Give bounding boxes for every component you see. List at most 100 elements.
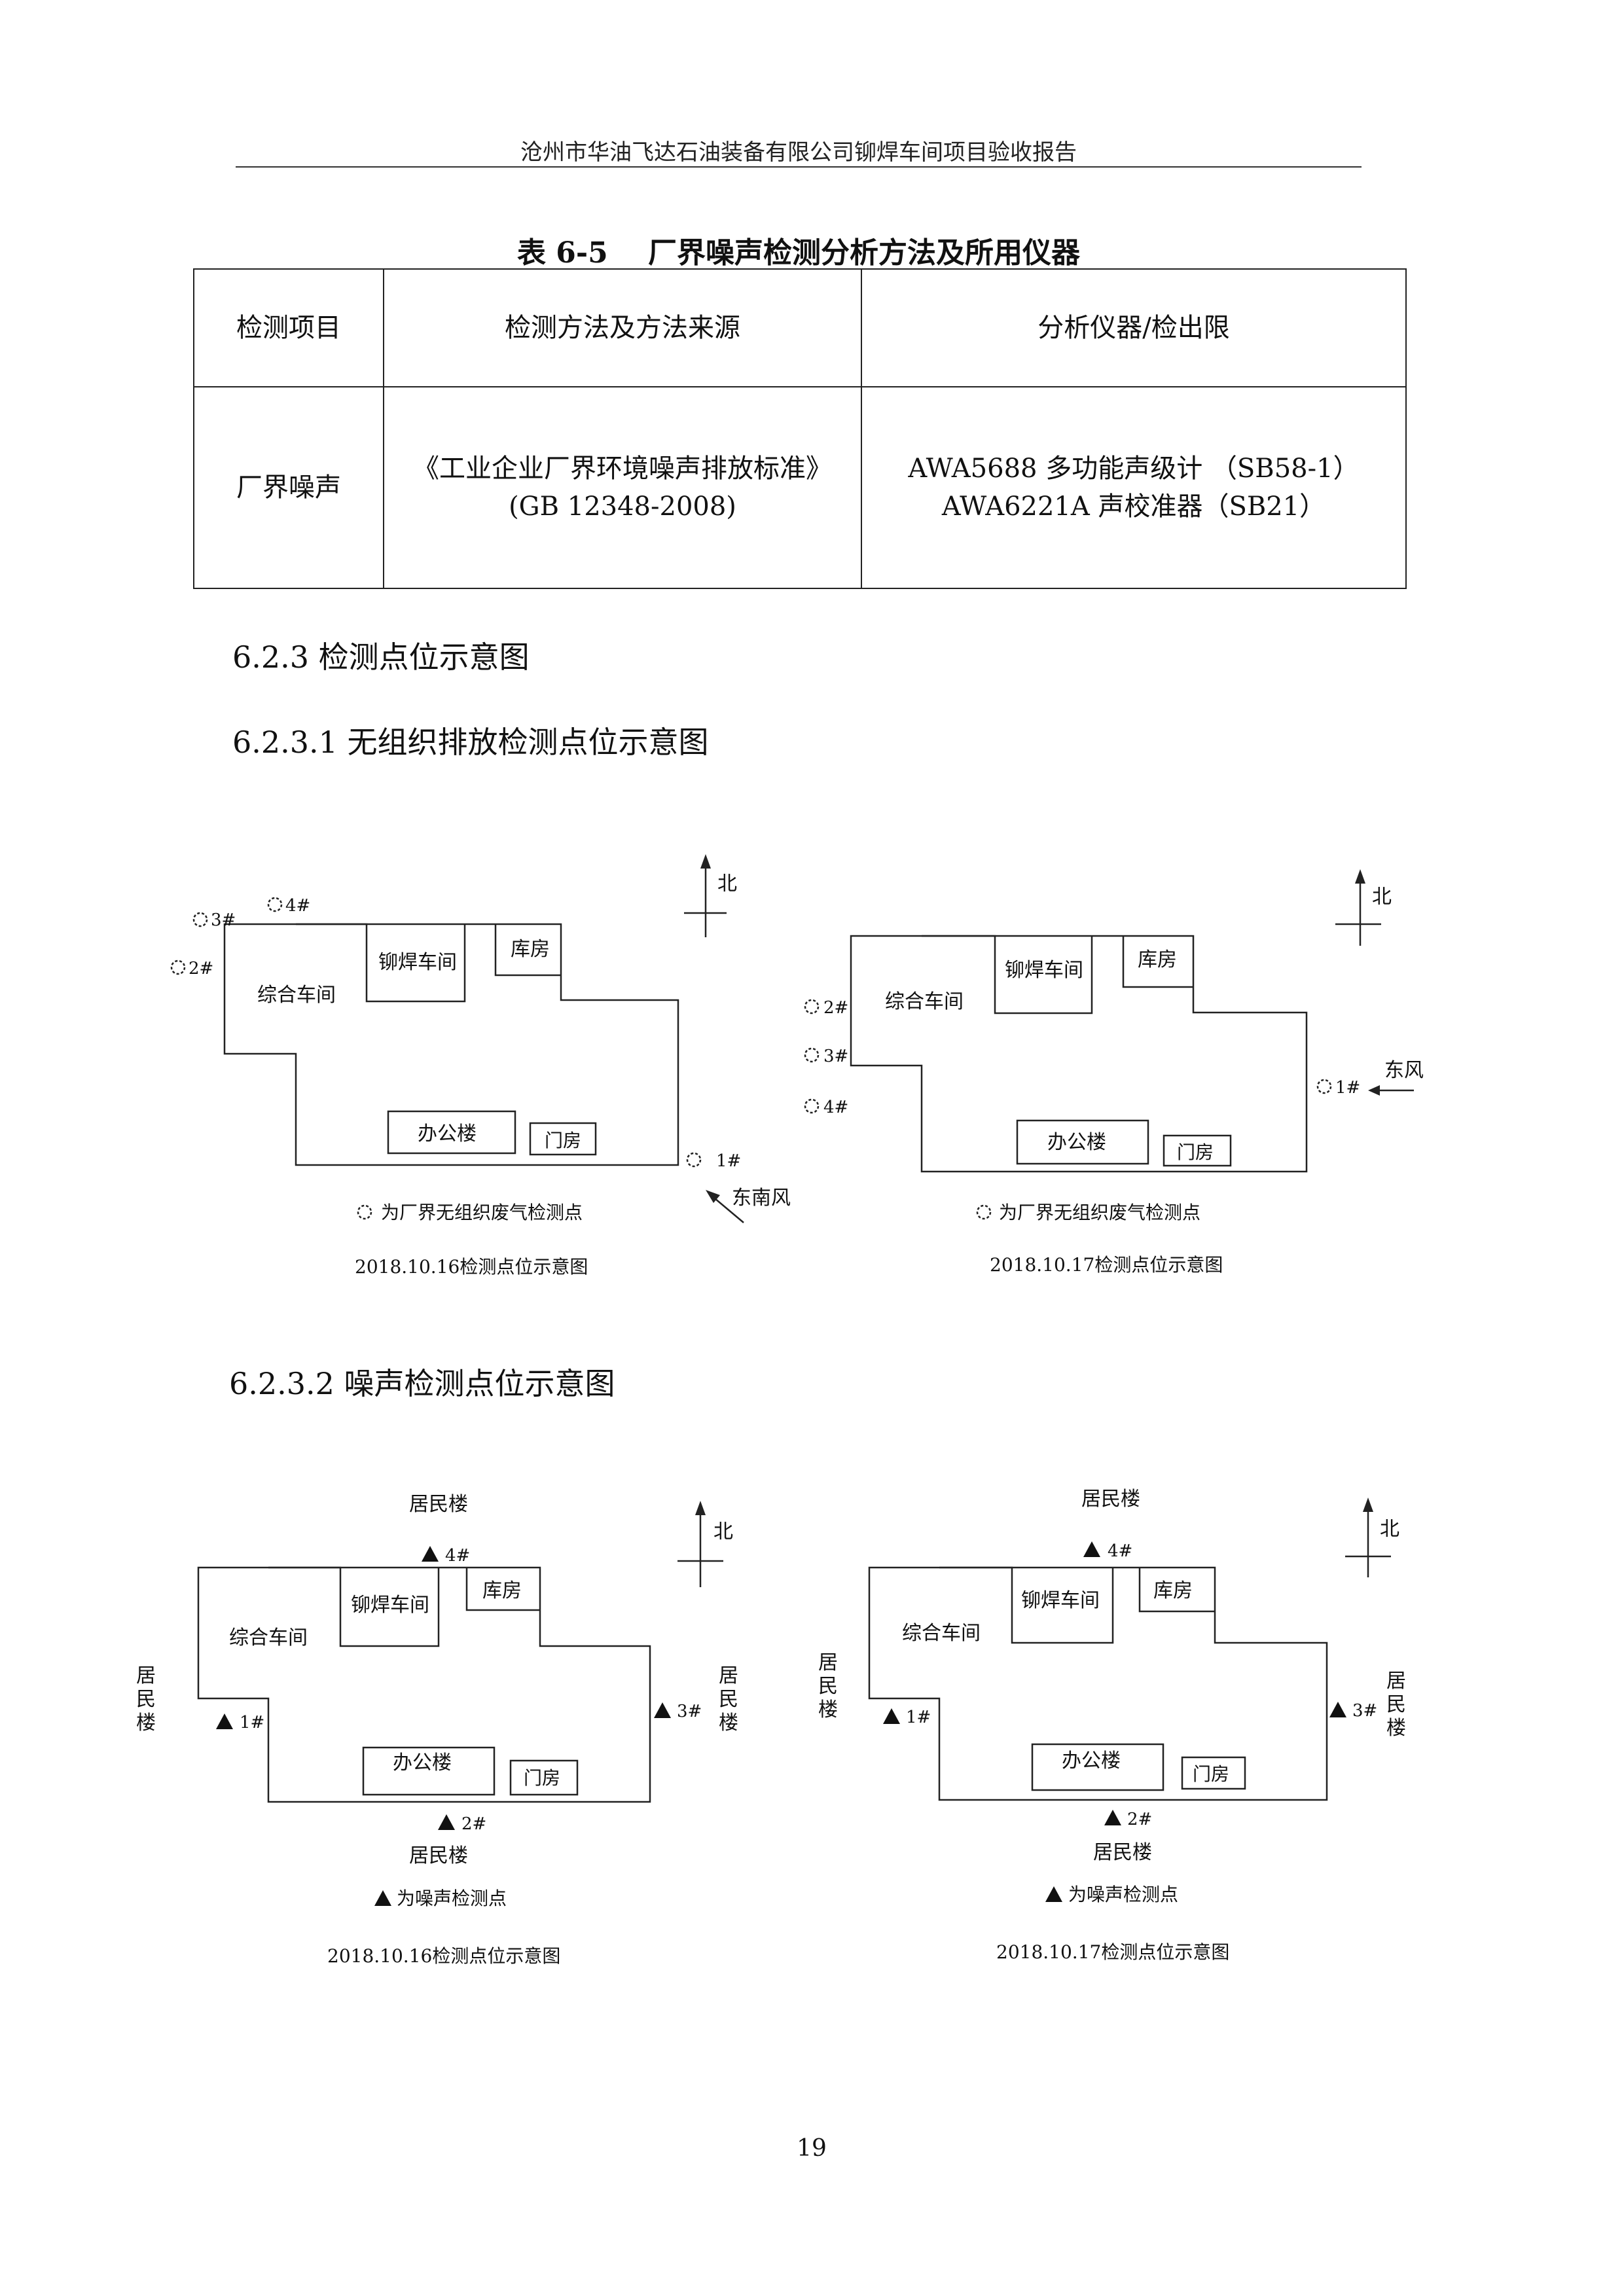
warehouse-box — [494, 924, 561, 977]
plant-outline — [223, 923, 679, 1166]
label-bangong: 办公楼 — [1062, 1749, 1121, 1772]
label-menfang: 门房 — [545, 1130, 581, 1151]
header-rule — [236, 166, 1362, 168]
label-north: 北 — [713, 1520, 733, 1543]
resident-left-3: 楼 — [818, 1698, 838, 1721]
resident-left-2: 民 — [818, 1675, 838, 1698]
noise-point-3-icon — [1329, 1702, 1346, 1717]
north-arrowhead-icon — [1363, 1498, 1373, 1512]
resident-left-2: 民 — [136, 1688, 156, 1711]
plant-outline — [850, 935, 1308, 1173]
resident-right-1: 居 — [719, 1664, 738, 1687]
table-caption: 表 6-5 厂界噪声检测分析方法及所用仪器 — [516, 236, 1081, 270]
legend-circle-icon — [357, 1204, 372, 1220]
gas-point-3-label: 3# — [823, 1047, 848, 1066]
cell-method: 《工业企业厂界环境噪声排放标准》 (GB 12348-2008) — [383, 386, 862, 589]
gas-point-4-icon — [804, 1098, 820, 1114]
noise-point-2-label: 2# — [1127, 1810, 1152, 1829]
cell-item: 厂界噪声 — [193, 386, 384, 589]
resident-right-2: 民 — [1386, 1693, 1406, 1716]
cell-instrument: AWA5688 多功能声级计 （SB58-1） AWA6221A 声校准器（SB… — [861, 386, 1407, 589]
label-bangong: 办公楼 — [418, 1122, 477, 1145]
wind-label: 东南风 — [732, 1187, 791, 1210]
label-maohan: 铆焊车间 — [1005, 959, 1083, 982]
label-bangong: 办公楼 — [393, 1751, 452, 1774]
gas-point-2-icon — [804, 999, 820, 1014]
instrument-line-1: AWA5688 多功能声级计 （SB58-1） — [908, 454, 1360, 484]
noise-point-4-label: 4# — [445, 1546, 470, 1566]
noise-point-2-icon — [438, 1814, 455, 1830]
gas-point-4-icon — [267, 897, 283, 912]
noise-point-3-label: 3# — [677, 1702, 702, 1721]
header-cell-instrument: 分析仪器/检出限 — [861, 268, 1407, 387]
noise-point-3-label: 3# — [1352, 1701, 1377, 1721]
wind-arrow-icon — [710, 1194, 744, 1223]
office-box — [1031, 1743, 1164, 1791]
resident-right-3: 楼 — [719, 1712, 738, 1734]
section-heading-623: 6.2.3 检测点位示意图 — [232, 639, 530, 675]
label-maohan: 铆焊车间 — [1021, 1589, 1100, 1612]
instrument-line-2: AWA6221A 声校准器（SB21） — [941, 492, 1326, 522]
warehouse-box — [465, 1568, 540, 1611]
resident-top: 居民楼 — [1081, 1488, 1140, 1511]
north-arrowhead-icon — [700, 854, 711, 869]
label-kufang: 库房 — [511, 938, 550, 961]
office-box — [362, 1746, 496, 1796]
legend-circle-icon — [976, 1204, 992, 1220]
wind-label: 东风 — [1384, 1059, 1424, 1082]
gas-point-4-label: 4# — [823, 1098, 848, 1117]
label-bangong: 办公楼 — [1047, 1131, 1106, 1154]
report-header: 沧州市华油飞达石油装备有限公司铆焊车间项目验收报告 — [520, 139, 1077, 166]
noise-point-2-label: 2# — [461, 1814, 486, 1834]
gas-point-1-icon — [686, 1152, 702, 1168]
noise-date-caption: 2018.10.16检测点位示意图 — [327, 1945, 560, 1967]
riveting-workshop-box — [939, 1566, 1114, 1644]
resident-bottom: 居民楼 — [409, 1844, 468, 1867]
label-zonghe: 综合车间 — [257, 984, 336, 1007]
label-zonghe: 综合车间 — [229, 1626, 308, 1649]
wind-arrowhead-icon — [1368, 1085, 1380, 1096]
gas-point-3-icon — [192, 912, 208, 927]
label-kufang: 库房 — [482, 1579, 522, 1602]
gatehouse-box — [1181, 1756, 1246, 1790]
gas-point-1-label: 1# — [1335, 1078, 1360, 1098]
label-north: 北 — [1372, 886, 1392, 908]
method-line-2: (GB 12348-2008) — [509, 492, 736, 522]
resident-right-3: 楼 — [1386, 1717, 1406, 1740]
label-kufang: 库房 — [1138, 948, 1177, 971]
legend-triangle-icon — [374, 1890, 391, 1906]
label-north: 北 — [717, 872, 737, 895]
section-heading-6231: 6.2.3.1 无组织排放检测点位示意图 — [232, 725, 709, 760]
label-menfang: 门房 — [524, 1767, 560, 1789]
label-zonghe: 综合车间 — [902, 1622, 981, 1645]
plant-outline — [197, 1566, 651, 1803]
plant-outline — [868, 1566, 1328, 1801]
north-arrowhead-icon — [1355, 869, 1365, 884]
riveting-workshop-box — [922, 935, 1093, 1014]
label-menfang: 门房 — [1177, 1141, 1214, 1163]
gas-point-2-icon — [170, 960, 186, 975]
noise-point-4-icon — [422, 1546, 439, 1562]
resident-bottom: 居民楼 — [1093, 1841, 1152, 1864]
office-box — [1016, 1119, 1149, 1165]
resident-left-1: 居 — [136, 1664, 156, 1687]
noise-point-1-label: 1# — [906, 1708, 931, 1727]
riveting-workshop-box — [268, 1566, 440, 1647]
warehouse-box — [1138, 1568, 1215, 1613]
table-header-row: 检测项目 检测方法及方法来源 分析仪器/检出限 — [193, 268, 1407, 387]
wind-arrowhead-icon — [706, 1190, 720, 1203]
warehouse-box — [1122, 936, 1193, 988]
gas-point-2-label: 2# — [823, 998, 848, 1018]
noise-point-4-icon — [1083, 1541, 1100, 1557]
gas-point-3-label: 3# — [211, 910, 236, 930]
gatehouse-box — [529, 1122, 597, 1156]
gas-point-1-label: 1# — [716, 1151, 741, 1171]
riveting-workshop-box — [296, 923, 466, 1003]
gas-point-3-icon — [804, 1047, 820, 1063]
gas-point-2-label: 2# — [189, 959, 213, 978]
table-row: 厂界噪声 《工业企业厂界环境噪声排放标准》 (GB 12348-2008) AW… — [193, 386, 1407, 589]
